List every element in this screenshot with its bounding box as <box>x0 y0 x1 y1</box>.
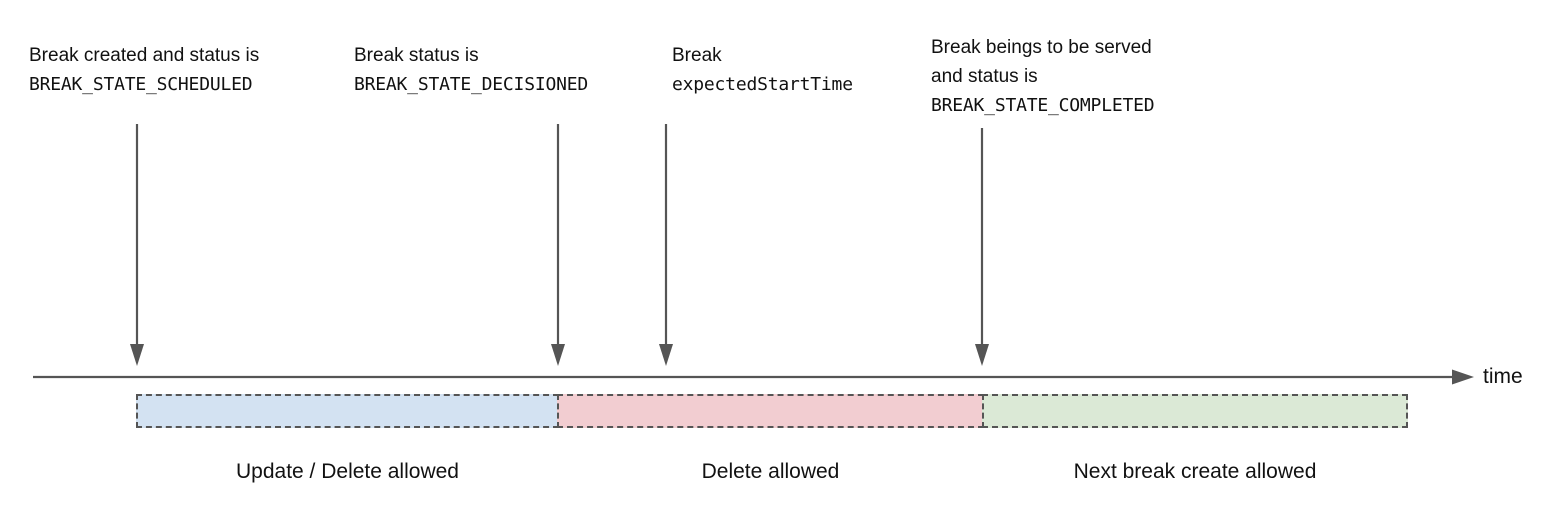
callout-decisioned-line1: Break status is <box>354 45 479 66</box>
callout-completed: Break beings to be served and status is … <box>931 33 1155 120</box>
callout-expected-start-field: expectedStartTime <box>672 74 853 95</box>
callout-scheduled-state: BREAK_STATE_SCHEDULED <box>29 74 253 95</box>
marker-arrow-completed-icon <box>973 128 991 368</box>
marker-arrow-expected-start-icon <box>657 124 675 368</box>
callout-scheduled: Break created and status is BREAK_STATE_… <box>29 41 259 99</box>
segment-bar-completed <box>982 394 1408 428</box>
marker-arrow-decisioned-icon <box>549 124 567 368</box>
callout-completed-state: BREAK_STATE_COMPLETED <box>931 95 1155 116</box>
time-axis-icon <box>28 360 1480 394</box>
segment-bar-scheduled <box>136 394 559 428</box>
callout-scheduled-line1: Break created and status is <box>29 45 260 66</box>
time-axis-label: time <box>1483 365 1523 388</box>
callout-decisioned-state: BREAK_STATE_DECISIONED <box>354 74 589 95</box>
callout-completed-line1: Break beings to be served <box>931 37 1152 58</box>
marker-arrow-scheduled-icon <box>128 124 146 368</box>
segment-caption-decisioned: Delete allowed <box>701 460 840 483</box>
callout-expected-start: Break expectedStartTime <box>672 41 853 99</box>
segment-caption-scheduled: Update / Delete allowed <box>236 460 459 483</box>
callout-expected-start-line1: Break <box>672 45 722 66</box>
segment-caption-completed: Next break create allowed <box>1073 460 1317 483</box>
segment-bar-decisioned <box>557 394 984 428</box>
callout-decisioned: Break status is BREAK_STATE_DECISIONED <box>354 41 588 99</box>
callout-completed-line2: and status is <box>931 66 1038 87</box>
